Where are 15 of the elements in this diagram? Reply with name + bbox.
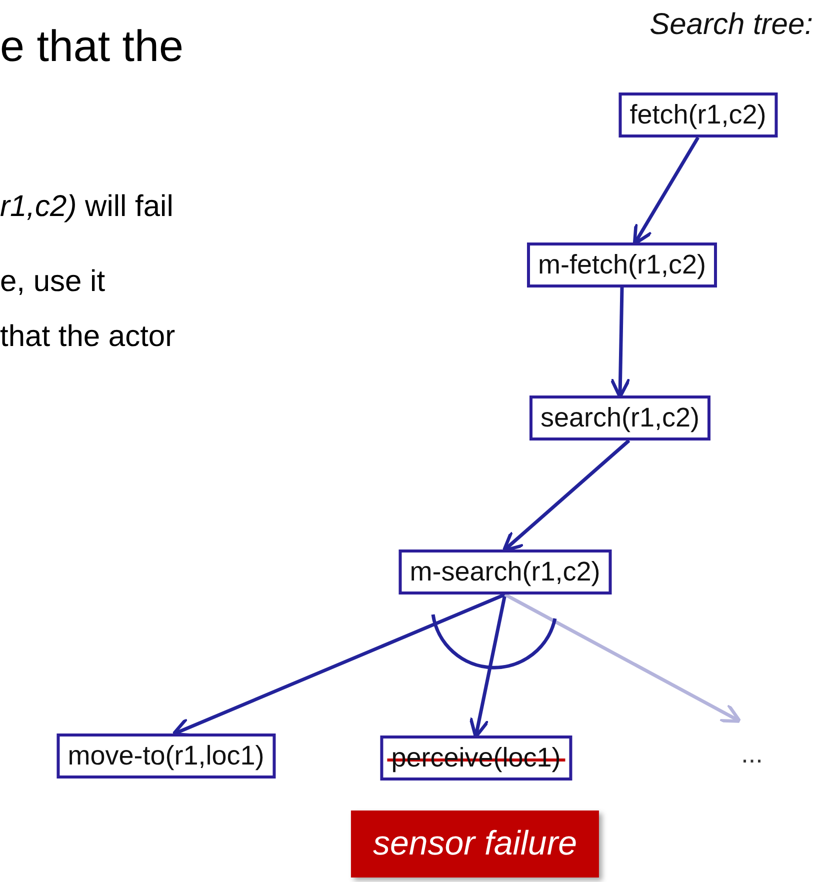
tree-title: Search tree: xyxy=(650,8,813,42)
task-box: move-to(r1,loc1) xyxy=(56,734,276,778)
ellipsis-text: ... xyxy=(735,720,769,770)
task-box: search(r1,c2) xyxy=(529,396,711,440)
slide-text: that the actor xyxy=(0,320,176,354)
task-box: fetch(r1,c2) xyxy=(618,92,778,138)
arrow xyxy=(502,439,630,552)
arrow xyxy=(504,592,742,723)
arrow xyxy=(632,136,700,246)
task-box: m-search(r1,c2) xyxy=(398,550,612,594)
slide-text: e that the xyxy=(0,22,184,72)
task-box: m-fetch(r1,c2) xyxy=(526,242,718,288)
slide-text: e, use it xyxy=(0,265,106,299)
slide-text: r1,c2) will fail xyxy=(0,190,174,224)
failure-banner: sensor failure xyxy=(350,810,600,878)
